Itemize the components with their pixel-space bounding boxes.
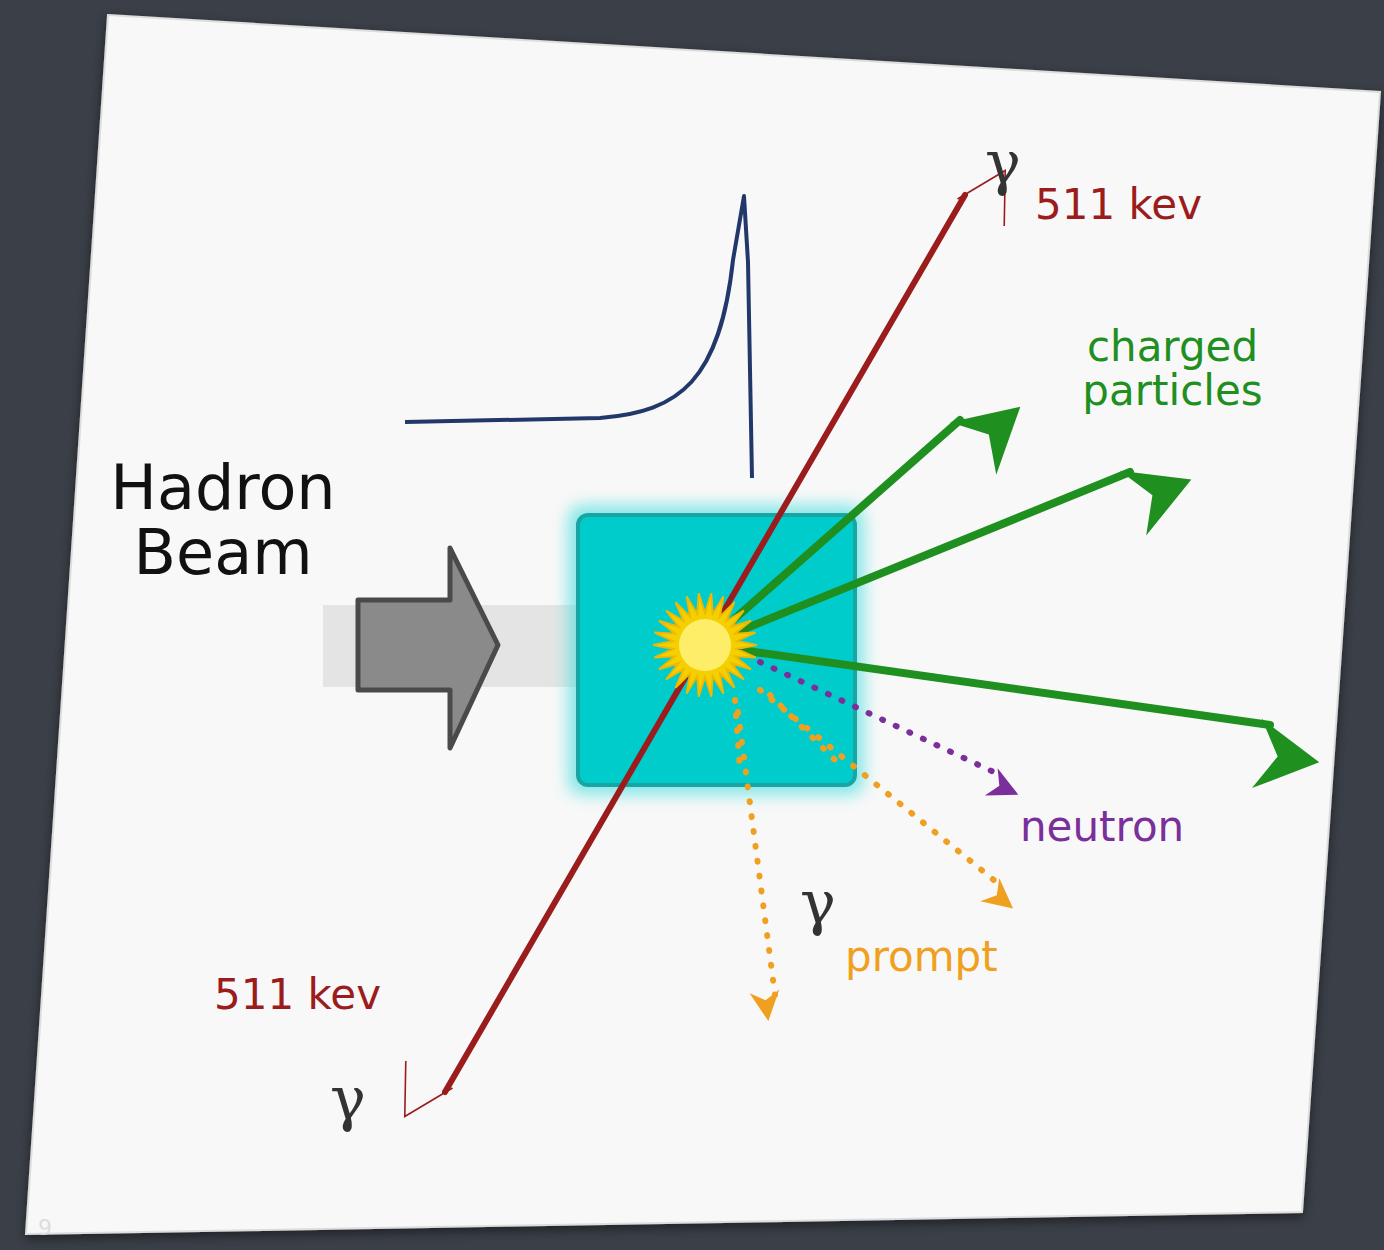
- gamma-symbol: γ: [985, 132, 1035, 195]
- prompt-gamma-track: [770, 695, 840, 765]
- gamma-symbol: γ: [800, 872, 850, 935]
- beam-arrow: [358, 548, 498, 748]
- gamma-symbol: γ: [330, 1068, 380, 1131]
- interaction-star: [653, 593, 757, 696]
- interaction-core: [679, 619, 731, 671]
- gamma-type-label: prompt: [845, 935, 1075, 979]
- energy-label: 511 kev: [1035, 183, 1275, 227]
- charged-track: [705, 472, 1130, 645]
- bragg-peak-curve: [405, 196, 752, 478]
- neutron-track: [760, 662, 1000, 775]
- beam-label: Hadron Beam: [83, 455, 363, 585]
- energy-label: 511 kev: [214, 973, 434, 1017]
- charged-track: [705, 645, 1270, 725]
- particle-label: neutron: [1020, 805, 1250, 849]
- paper-card: [26, 15, 1380, 1234]
- particle-label: charged particles: [1045, 325, 1300, 413]
- target-box: [578, 515, 855, 785]
- page-number: 9: [38, 1216, 78, 1239]
- prompt-gamma-track: [738, 712, 775, 995]
- prompt-gamma-track: [735, 700, 740, 770]
